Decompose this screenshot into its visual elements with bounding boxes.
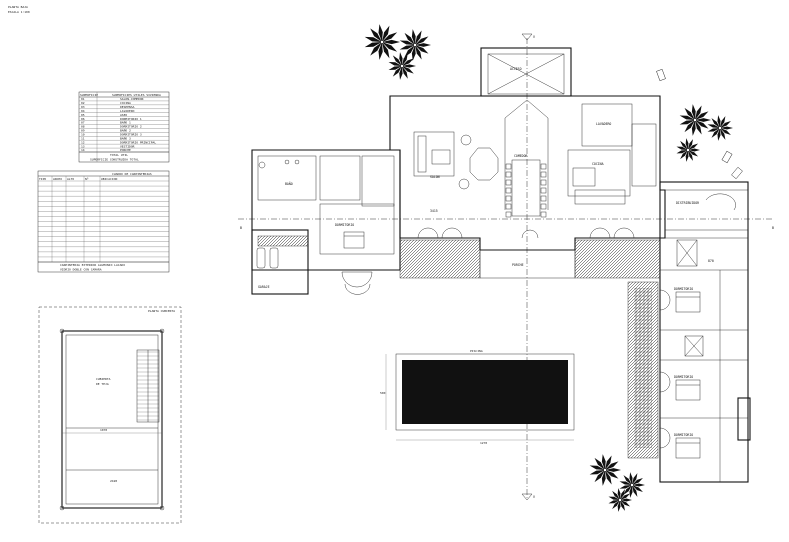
roof-dim-w: 1070 — [100, 428, 107, 432]
room-entrance: ACCESO — [510, 67, 522, 71]
section-axes: V V B B — [238, 33, 774, 501]
surfaces-row-name: DORMITORIO 3 — [120, 132, 142, 136]
surfaces-total-label: TOTAL UTIL — [110, 153, 128, 157]
room-bed2: DORMITORIO — [674, 375, 693, 379]
pool-label: PISCINA — [470, 349, 483, 353]
room-bath: BAÑO — [285, 181, 293, 186]
surfaces-row-name: BAÑO 2 — [120, 128, 131, 133]
room-kitchen: COCINA — [592, 162, 604, 166]
pool-height: 500 — [380, 391, 386, 395]
surfaces-row-code: 05 — [81, 113, 85, 117]
carpentry-title: CUADRO DE CARPINTERIAS — [112, 172, 152, 176]
surfaces-row-name: DESPENSA — [120, 105, 135, 109]
palm-tree — [589, 454, 621, 486]
surfaces-row-name: VESTIDOR — [120, 144, 135, 148]
surfaces-row-code: 01 — [81, 97, 85, 101]
palm-tree — [679, 104, 711, 136]
palm-tree — [608, 488, 632, 512]
corner-note-line1: PLANTA BAJA — [8, 5, 28, 9]
palm-tree — [707, 115, 733, 141]
palm-tree — [388, 52, 416, 80]
surfaces-row-code: 02 — [81, 101, 85, 105]
corner-note-line2: ESCALA 1:100 — [8, 10, 30, 14]
section-marker-left: B — [240, 226, 242, 230]
dim-main-width: 3415 — [430, 209, 438, 213]
surfaces-row-code: 09 — [81, 129, 85, 133]
room-bed3: DORMITORIO — [674, 433, 693, 437]
surfaces-row-name: LAVADERO — [120, 109, 135, 113]
surfaces-row-name: SALON-COMEDOR — [120, 97, 144, 101]
surfaces-row-name: ASEO — [120, 113, 127, 117]
room-dining: COMEDOR — [514, 154, 528, 158]
surfaces-row-code: 07 — [81, 121, 85, 125]
roof-plan-title: PLANTA CUBIERTA — [148, 309, 175, 313]
palm-tree — [619, 472, 645, 498]
surfaces-row-code: 03 — [81, 105, 85, 109]
section-marker-bottom: V — [533, 495, 535, 499]
carpentry-footer2: VIDRIO DOBLE CON CAMARA — [60, 268, 102, 272]
surfaces-row-code: 14 — [81, 148, 85, 152]
surfaces-row-name: BAÑO 1 — [120, 120, 131, 125]
palm-trees — [364, 24, 733, 512]
carpentry-table: CUADRO DE CARPINTERIAS TIPO ANCHO ALTO Nº UB… — [37, 170, 170, 273]
surfaces-row-name: DORMITORIO 1 — [120, 117, 142, 121]
surfaces-row-code: 04 — [81, 109, 85, 113]
pool-width: 1270 — [480, 441, 487, 445]
surfaces-row-name: DORMITORIO 2 — [120, 125, 142, 129]
roof-caption2: DE TEJA — [96, 382, 109, 386]
carpentry-footer1: CARPINTERIA EXTERIOR ALUMINIO LACADO — [60, 263, 125, 267]
room-living: SALON — [430, 175, 440, 179]
surfaces-header-right: SUPERFICIES UTILES VIVIENDA — [112, 93, 161, 97]
roof-plan: PLANTA CUBIERTA CUBIERTA DE TEJA 1070 24… — [38, 306, 182, 524]
section-marker-top: V — [533, 35, 535, 39]
carpentry-col-header: ANCHO — [53, 177, 62, 181]
surfaces-footer: SUPERFICIE CONSTRUIDA TOTAL — [90, 158, 139, 162]
surfaces-row-code: 06 — [81, 117, 85, 121]
main-building: SALON COMEDOR COCINA ACCESO PORCHE DORMI… — [251, 47, 666, 295]
roof-caption1: CUBIERTA — [96, 377, 111, 381]
carpentry-col-header: Nº — [85, 177, 89, 181]
dim-annex-width: 870 — [708, 259, 714, 263]
section-marker-right: B — [772, 226, 774, 230]
carpentry-col-header: ALTO — [67, 177, 74, 181]
corner-note: PLANTA BAJA ESCALA 1:100 — [8, 5, 30, 14]
swimming-pool: 1270 500 PISCINA — [380, 349, 575, 445]
surfaces-row-code: 12 — [81, 140, 85, 144]
room-garage: GARAJE — [258, 285, 270, 289]
surfaces-table: SUPERFICIE SUPERFICIES UTILES VIVIENDA 0… — [78, 91, 170, 163]
palm-tree — [399, 29, 431, 61]
surfaces-row-name: COCINA — [120, 101, 131, 105]
room-porch: PORCHE — [512, 263, 524, 267]
room-laundry: LAVADERO — [596, 122, 611, 126]
surfaces-header-left: SUPERFICIE — [80, 93, 98, 97]
palm-tree — [364, 24, 400, 60]
room-bed1: DORMITORIO — [674, 287, 693, 291]
surfaces-row-name: PORCHE — [120, 148, 131, 152]
roof-dim-h: 2420 — [110, 479, 117, 483]
room-master: DORMITORIO — [335, 223, 354, 227]
surfaces-row-code: 11 — [81, 136, 85, 140]
surfaces-row-code: 13 — [81, 144, 85, 148]
surfaces-row-code: 10 — [81, 132, 85, 136]
cars — [256, 247, 279, 269]
carpentry-col-header: TIPO — [39, 177, 46, 181]
carpentry-col-header: UBICACION — [101, 177, 117, 181]
surfaces-row-name: DORMITORIO PRINCIPAL — [120, 140, 156, 144]
surfaces-row-code: 08 — [81, 125, 85, 129]
garden-furniture — [656, 68, 743, 180]
room-corridor: DISTRIBUIDOR — [676, 201, 699, 205]
right-wing: DISTRIBUIDOR DORMITORIO DORMITORIO DORMI… — [627, 181, 751, 483]
surfaces-row-name: BAÑO 3 — [120, 135, 131, 140]
palm-tree — [676, 138, 700, 162]
